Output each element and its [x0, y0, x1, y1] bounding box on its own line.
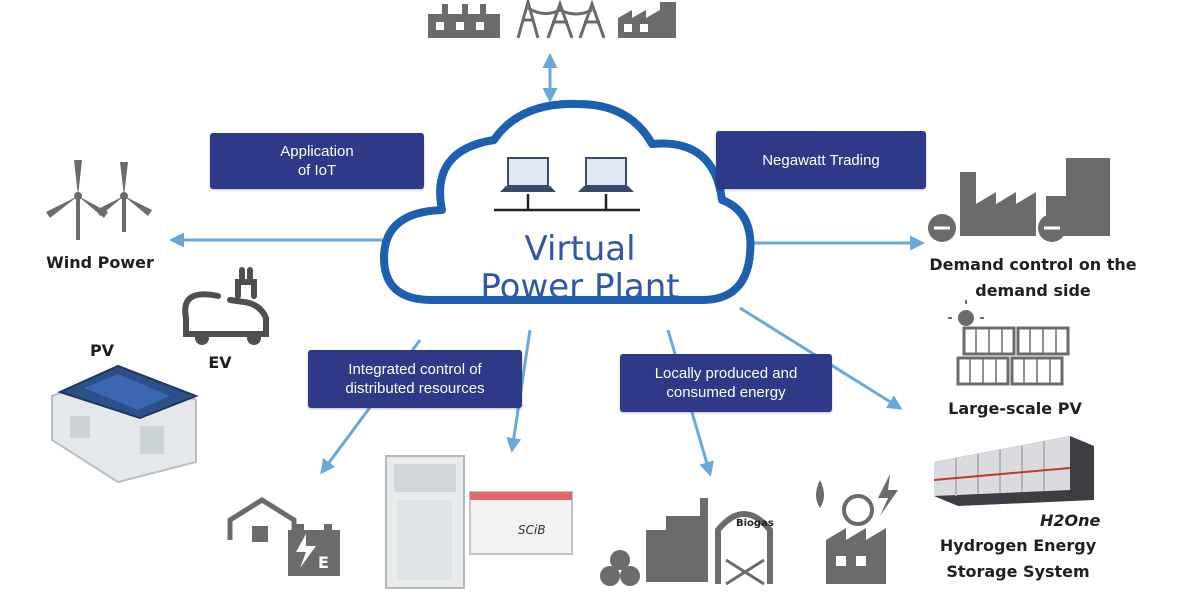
cloud-shape	[380, 99, 755, 304]
biogas-label: Biogas	[736, 518, 774, 529]
label-ev: EV	[208, 353, 232, 372]
pv-house-image	[51, 364, 199, 484]
box-application-of-iot-text: Application of IoT	[280, 143, 354, 179]
label-pv: PV	[89, 341, 115, 360]
laptop-icon	[578, 157, 634, 192]
biogas-plant-icon: Biogas	[600, 498, 774, 586]
hydrogen-storage-image: H2One	[933, 436, 1101, 530]
box-application-of-iot: Application of IoT	[210, 133, 424, 189]
home-battery-icon: E	[227, 497, 340, 576]
svg-text:E: E	[318, 553, 329, 572]
label-large-scale-pv: Large-scale PV	[948, 399, 1082, 418]
scib-logo-text: SCiB	[518, 523, 546, 537]
cloud-title-line2: Power Plant	[480, 267, 680, 307]
ev-car-icon	[182, 267, 269, 345]
box-locally-produced: Locally produced and consumed energy	[620, 354, 832, 412]
label-demand-control: Demand control on the demand side	[929, 255, 1137, 300]
box-locally-produced-text: Locally produced and consumed energy	[654, 365, 798, 401]
wind-turbine-icon	[46, 160, 152, 240]
box-negawatt-trading-text: Negawatt Trading	[762, 151, 880, 169]
box-integrated-control-text: Integrated control of distributed resour…	[345, 361, 485, 397]
box-integrated-control: Integrated control of distributed resour…	[308, 350, 522, 408]
battery-storage-image	[385, 455, 465, 589]
power-grid-icon	[428, 0, 676, 39]
box-negawatt-trading: Negawatt Trading	[716, 131, 926, 189]
h2one-logo-text: H2One	[1040, 511, 1101, 530]
label-wind-power: Wind Power	[46, 253, 154, 272]
solar-panel-icon	[948, 300, 1070, 386]
scib-battery-image: SCiB	[469, 491, 573, 555]
label-hydrogen-storage: Hydrogen Energy Storage System	[939, 536, 1097, 581]
combined-heat-icon	[816, 474, 898, 584]
laptop-icon	[500, 157, 556, 192]
demand-factory-icon	[928, 158, 1110, 242]
cloud-title-line1: Virtual	[524, 229, 636, 269]
network-line	[494, 194, 640, 212]
